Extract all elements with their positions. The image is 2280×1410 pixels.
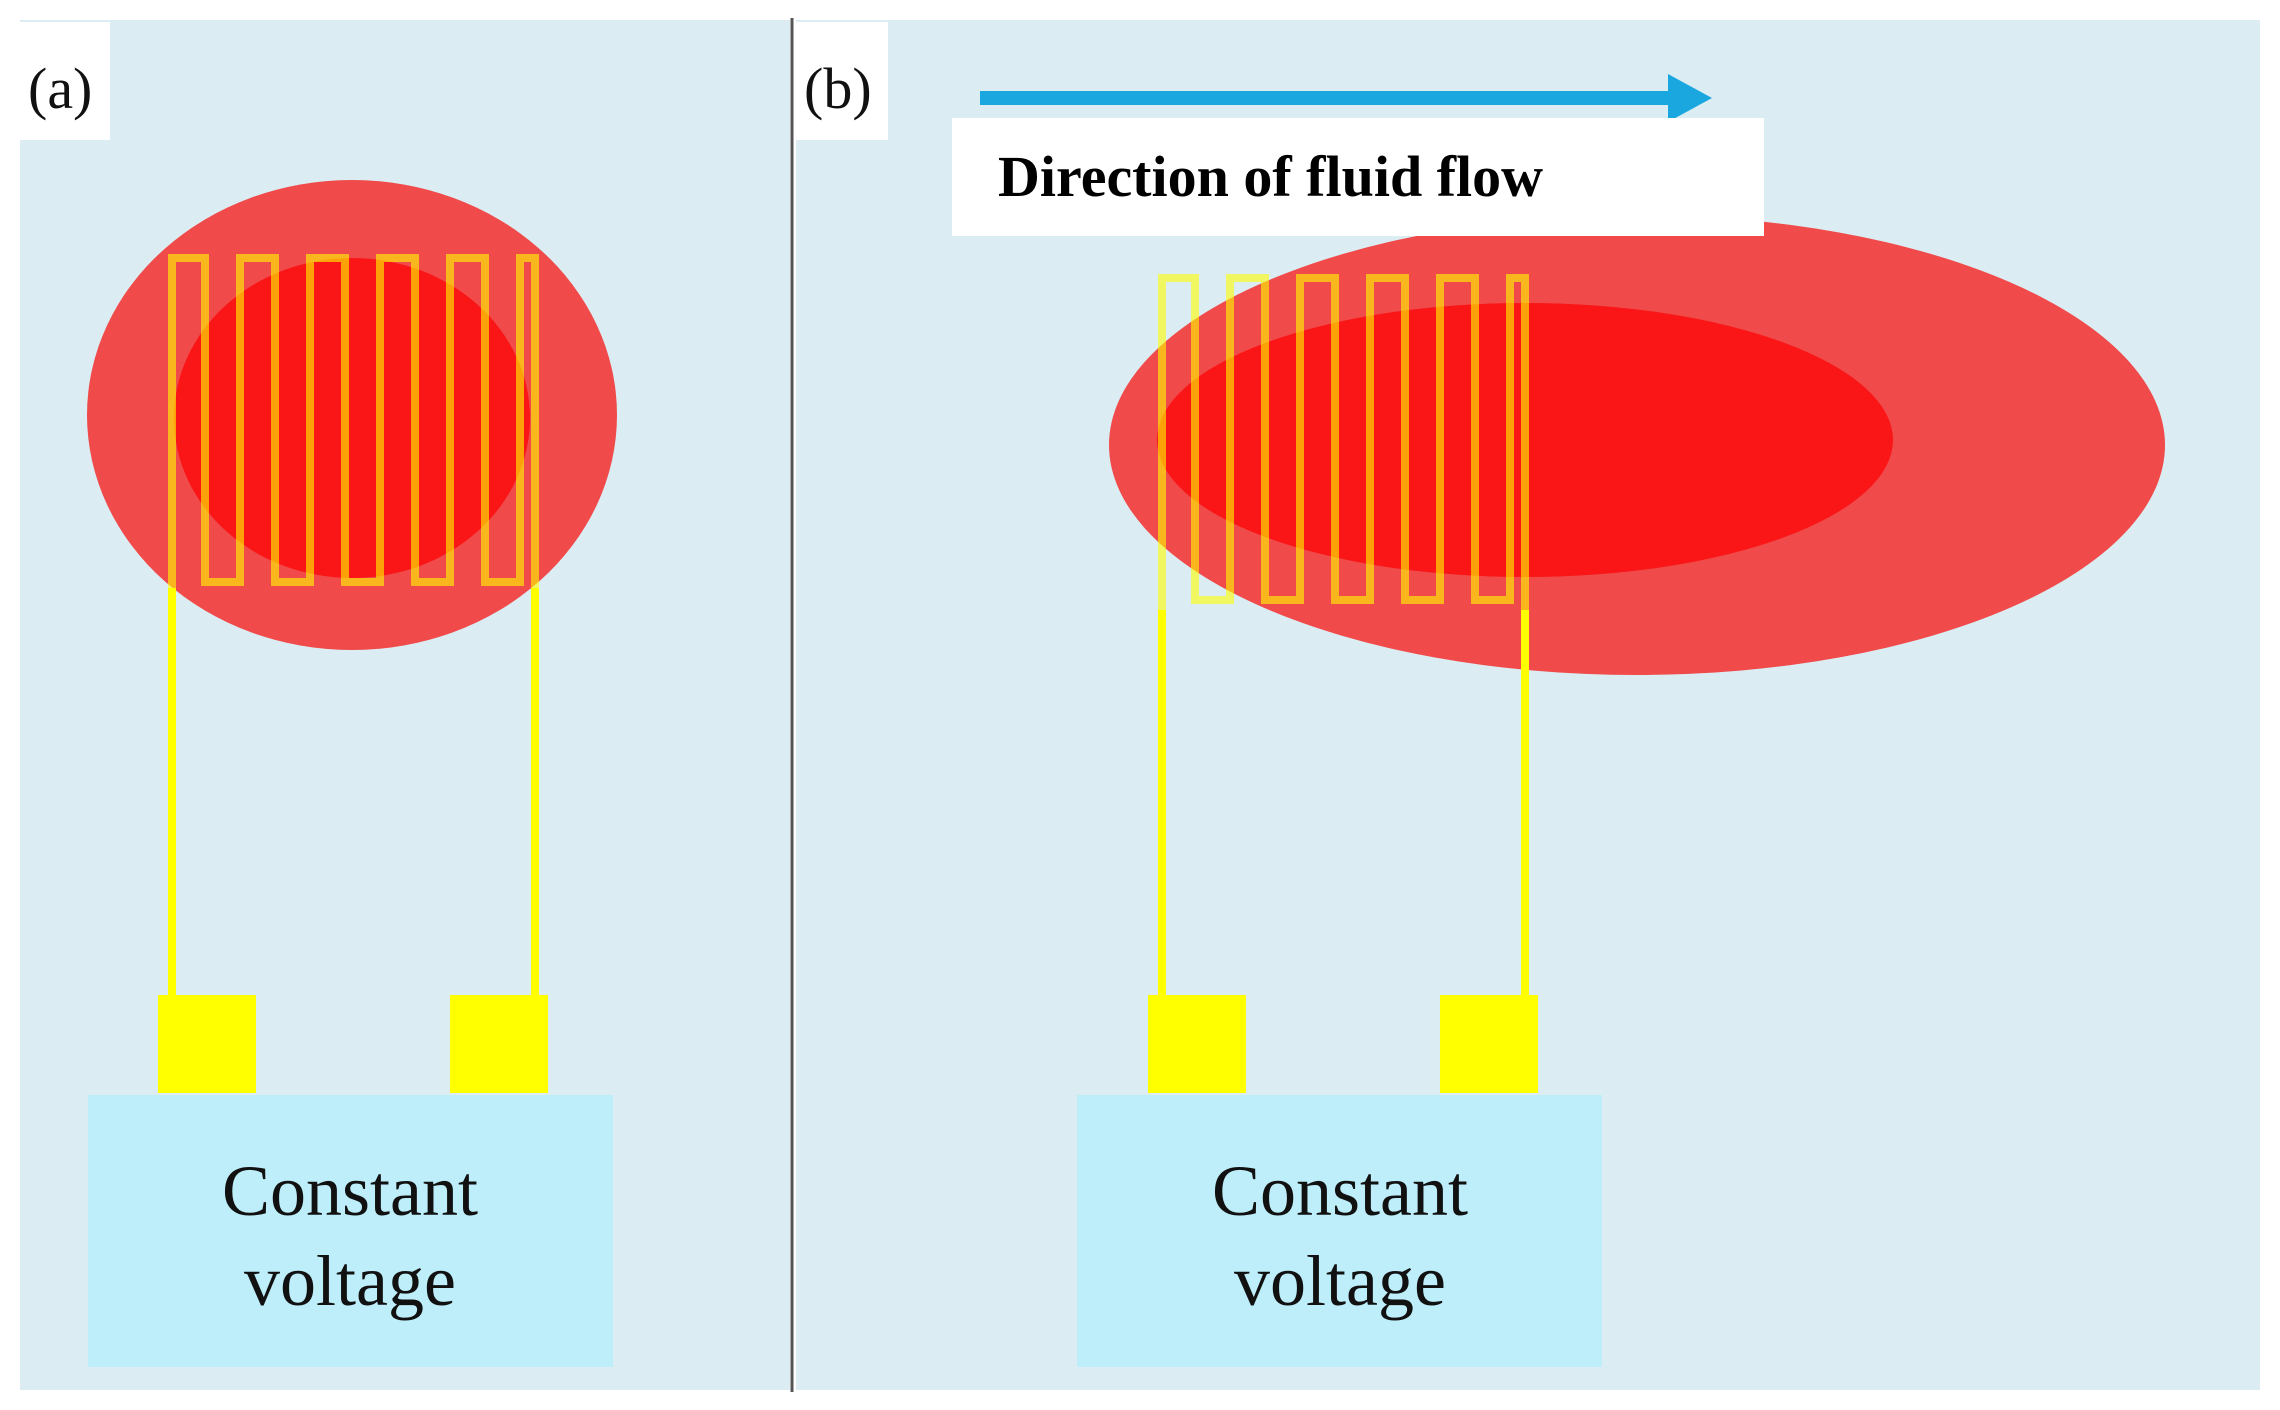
panel-b-serpentine-heater bbox=[1158, 274, 1529, 610]
flow-label-box bbox=[952, 118, 1764, 236]
panel-a-box-line1: Constant bbox=[222, 1151, 478, 1231]
flow-arrow-head bbox=[1668, 74, 1712, 122]
panel-b-label-box bbox=[796, 22, 888, 140]
panel-b-box-line1: Constant bbox=[1212, 1151, 1468, 1231]
panel-a-box-line2: voltage bbox=[244, 1241, 456, 1321]
panel-b-box-line2: voltage bbox=[1234, 1241, 1446, 1321]
panel-b-contact-pad-right bbox=[1440, 995, 1538, 1093]
panel-b-constant-voltage-box bbox=[1077, 1095, 1602, 1367]
panel-b-label: (b) bbox=[804, 56, 872, 121]
panel-a-heat-zone-inner bbox=[174, 258, 530, 578]
panel-a-label: (a) bbox=[28, 56, 92, 121]
panel-b-contact-pad-left bbox=[1148, 995, 1246, 1093]
flow-direction-label: Direction of fluid flow bbox=[998, 144, 1543, 209]
panel-b: (b) Direction of fluid flow Constant vol… bbox=[796, 20, 2260, 1390]
panel-a: (a) Constant voltage bbox=[20, 20, 790, 1390]
panel-a-constant-voltage-box bbox=[88, 1095, 613, 1367]
panel-a-serpentine-heater bbox=[168, 254, 539, 588]
panel-a-contact-pad-right bbox=[450, 995, 548, 1093]
panel-a-contact-pad-left bbox=[158, 995, 256, 1093]
panel-a-label-box bbox=[20, 22, 110, 140]
